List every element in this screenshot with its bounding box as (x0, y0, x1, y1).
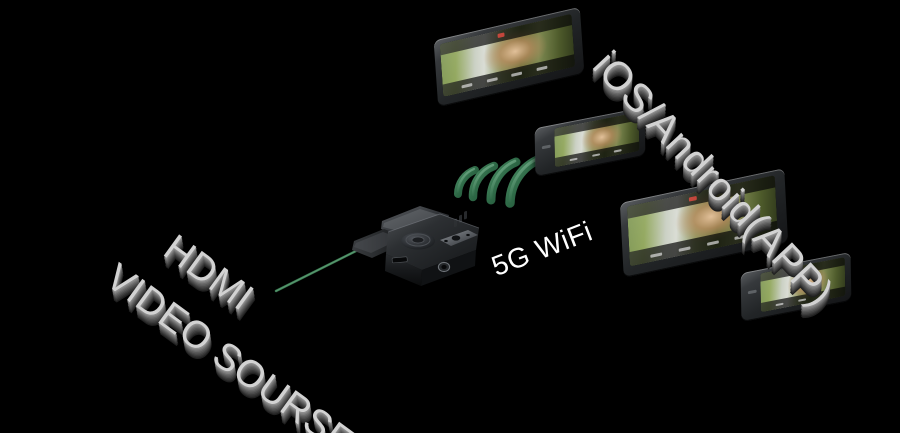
receiver-tablet-top[interactable] (433, 6, 585, 116)
hdmi-wireless-transmitter[interactable] (348, 188, 488, 306)
label-ios-android-app: iOS/Android(APP) (584, 43, 842, 315)
